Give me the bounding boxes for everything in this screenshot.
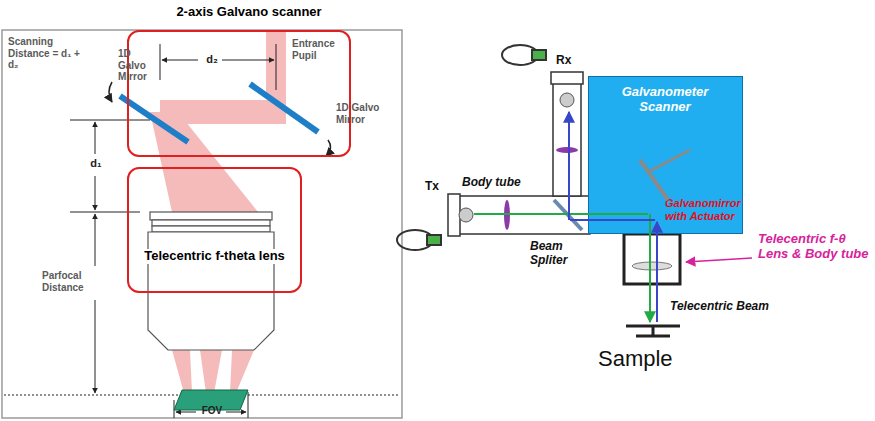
- dimension-label: Scanning Distance = d₁ + d₂: [8, 36, 88, 71]
- detector: [560, 93, 574, 107]
- port-label: Tx: [425, 180, 449, 194]
- part-label: 1D Galvo Mirror: [118, 48, 160, 83]
- part-label: 1D Galvo Mirror: [336, 102, 382, 125]
- callout-label: Telecentric f-θ Lens & Body tube: [758, 232, 870, 262]
- dimension-label: Parfocal Distance: [42, 270, 98, 293]
- beam-splitter: [554, 200, 582, 230]
- dimension-label: d₁: [86, 157, 106, 170]
- part-label: Body tube: [462, 176, 542, 190]
- part-label: Beam Spliter: [530, 240, 580, 268]
- rotation-arrow: [326, 140, 331, 156]
- dimension-line: [4, 44, 400, 418]
- scanner-box: Galvanometer ScannerGalvanomirror with A…: [588, 76, 743, 234]
- f-theta-lens: [148, 212, 274, 350]
- part-label: Entrance Pupil: [292, 38, 348, 61]
- lens: [556, 147, 578, 153]
- panel-frame: [2, 30, 402, 418]
- highlight-box: Telecentric f-theta lens: [127, 167, 302, 293]
- box-title: Galvanometer Scanner: [595, 85, 735, 115]
- lens-tube: [624, 234, 680, 284]
- galvo-mirror: [120, 96, 188, 142]
- lens: [632, 262, 672, 270]
- lens: [504, 200, 510, 230]
- fiber-connector: [397, 45, 546, 250]
- pointer-arrow: [686, 258, 752, 262]
- body-tube: [448, 72, 590, 236]
- dimension-label: d₂: [200, 53, 224, 66]
- highlight-box: 2-axis Galvano scanner: [127, 30, 351, 157]
- port-label: Rx: [556, 54, 580, 68]
- part-label: Galvanomirror with Actuator: [665, 197, 741, 222]
- part-label: Telecentric Beam: [670, 300, 790, 314]
- dimension-label: FOV: [197, 405, 227, 417]
- group-title: 2-axis Galvano scanner: [159, 5, 339, 20]
- galvo-mirror: [250, 84, 318, 132]
- rotation-arrow: [109, 82, 112, 102]
- lens-label: Telecentric f-theta lens: [133, 249, 296, 264]
- part-label: Sample: [598, 346, 708, 371]
- light-source: [459, 208, 473, 222]
